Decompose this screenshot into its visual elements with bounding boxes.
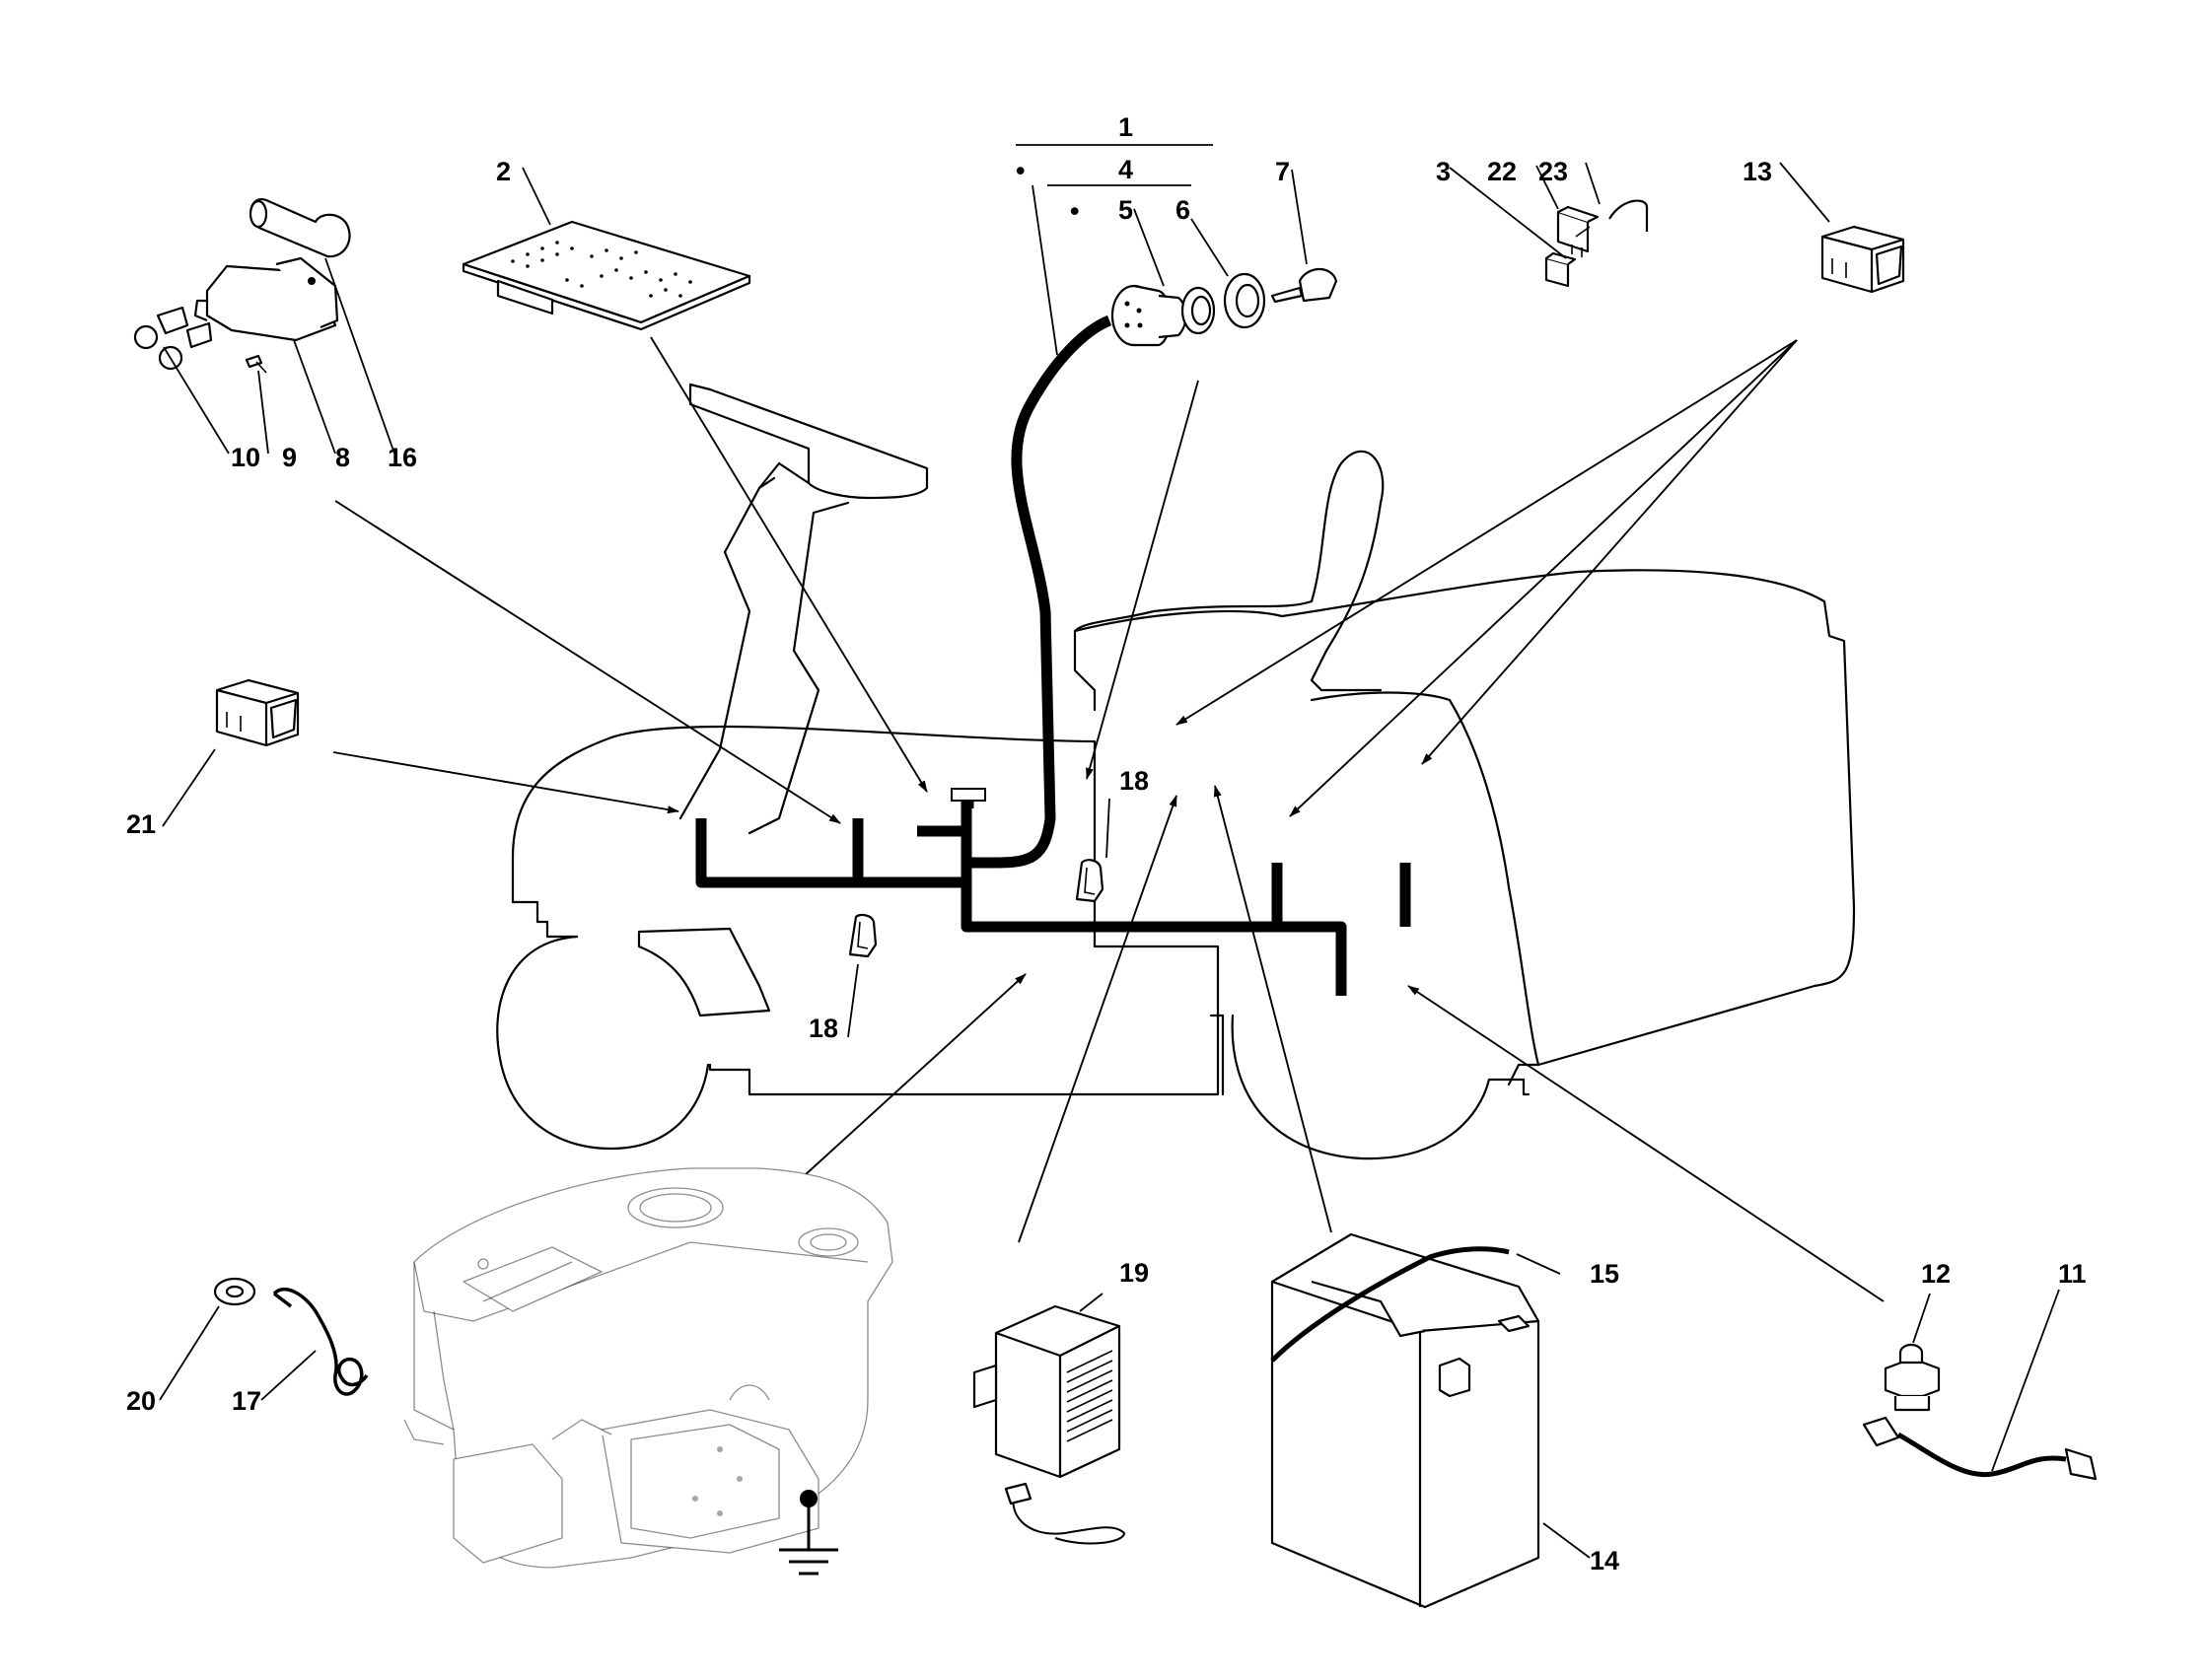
tractor-outline	[496, 383, 1856, 1160]
part-label-15: 15	[1590, 1259, 1619, 1289]
circuit-board-part	[462, 220, 751, 331]
part-label-20: 20	[126, 1386, 156, 1416]
part-label-12: 12	[1921, 1259, 1951, 1289]
engine-ghost	[403, 1167, 893, 1569]
cable-clip-18-left	[848, 913, 878, 958]
part-label-1: 1	[1118, 112, 1133, 142]
part-label-14: 14	[1590, 1546, 1619, 1575]
part-label-7: 7	[1275, 157, 1290, 186]
part-label-17: 17	[232, 1386, 261, 1416]
battery-part	[1270, 1232, 1540, 1609]
leader-lines	[159, 144, 2060, 1559]
part-label-16: 16	[388, 443, 417, 472]
spring-clip-part	[272, 1287, 369, 1396]
part-label-8: 8	[335, 443, 350, 472]
solenoid-assembly	[133, 198, 351, 374]
part-label-6: 6	[1175, 195, 1190, 225]
bullet-mark: •	[1070, 196, 1079, 226]
part-label-10: 10	[231, 443, 260, 472]
rocker-switch-13	[1820, 225, 1905, 294]
part-label-18: 18	[809, 1014, 838, 1043]
pointer-arrows	[332, 336, 1885, 1302]
part-label-9: 9	[282, 443, 297, 472]
part-label-4: 4	[1118, 155, 1133, 184]
battery-charger-part	[972, 1304, 1126, 1545]
ground-symbol	[779, 1490, 838, 1575]
part-label-13: 13	[1743, 157, 1772, 186]
part-label-18: 18	[1119, 766, 1149, 796]
fuse-relay-assembly	[1544, 199, 1649, 288]
ignition-switch-assembly	[1110, 267, 1338, 347]
part-label-2: 2	[496, 157, 511, 186]
part-label-11: 11	[2058, 1259, 2087, 1289]
bullet-mark: •	[1016, 156, 1025, 185]
sensor-with-lead	[1862, 1343, 2098, 1481]
washer-part	[213, 1277, 256, 1306]
part-label-22: 22	[1487, 157, 1517, 186]
part-label-23: 23	[1538, 157, 1568, 186]
wiring-harness	[695, 315, 1411, 996]
part-label-21: 21	[126, 809, 156, 839]
part-label-19: 19	[1119, 1258, 1149, 1288]
part-label-5: 5	[1118, 195, 1133, 225]
part-label-3: 3	[1436, 157, 1451, 186]
part-labels: 1 2 3 4 5 6 7 8 9 10 11 12 13 14 15 16 1…	[126, 112, 2087, 1575]
cable-clip-18-center	[1075, 859, 1104, 903]
rocker-switch-21	[215, 678, 300, 747]
